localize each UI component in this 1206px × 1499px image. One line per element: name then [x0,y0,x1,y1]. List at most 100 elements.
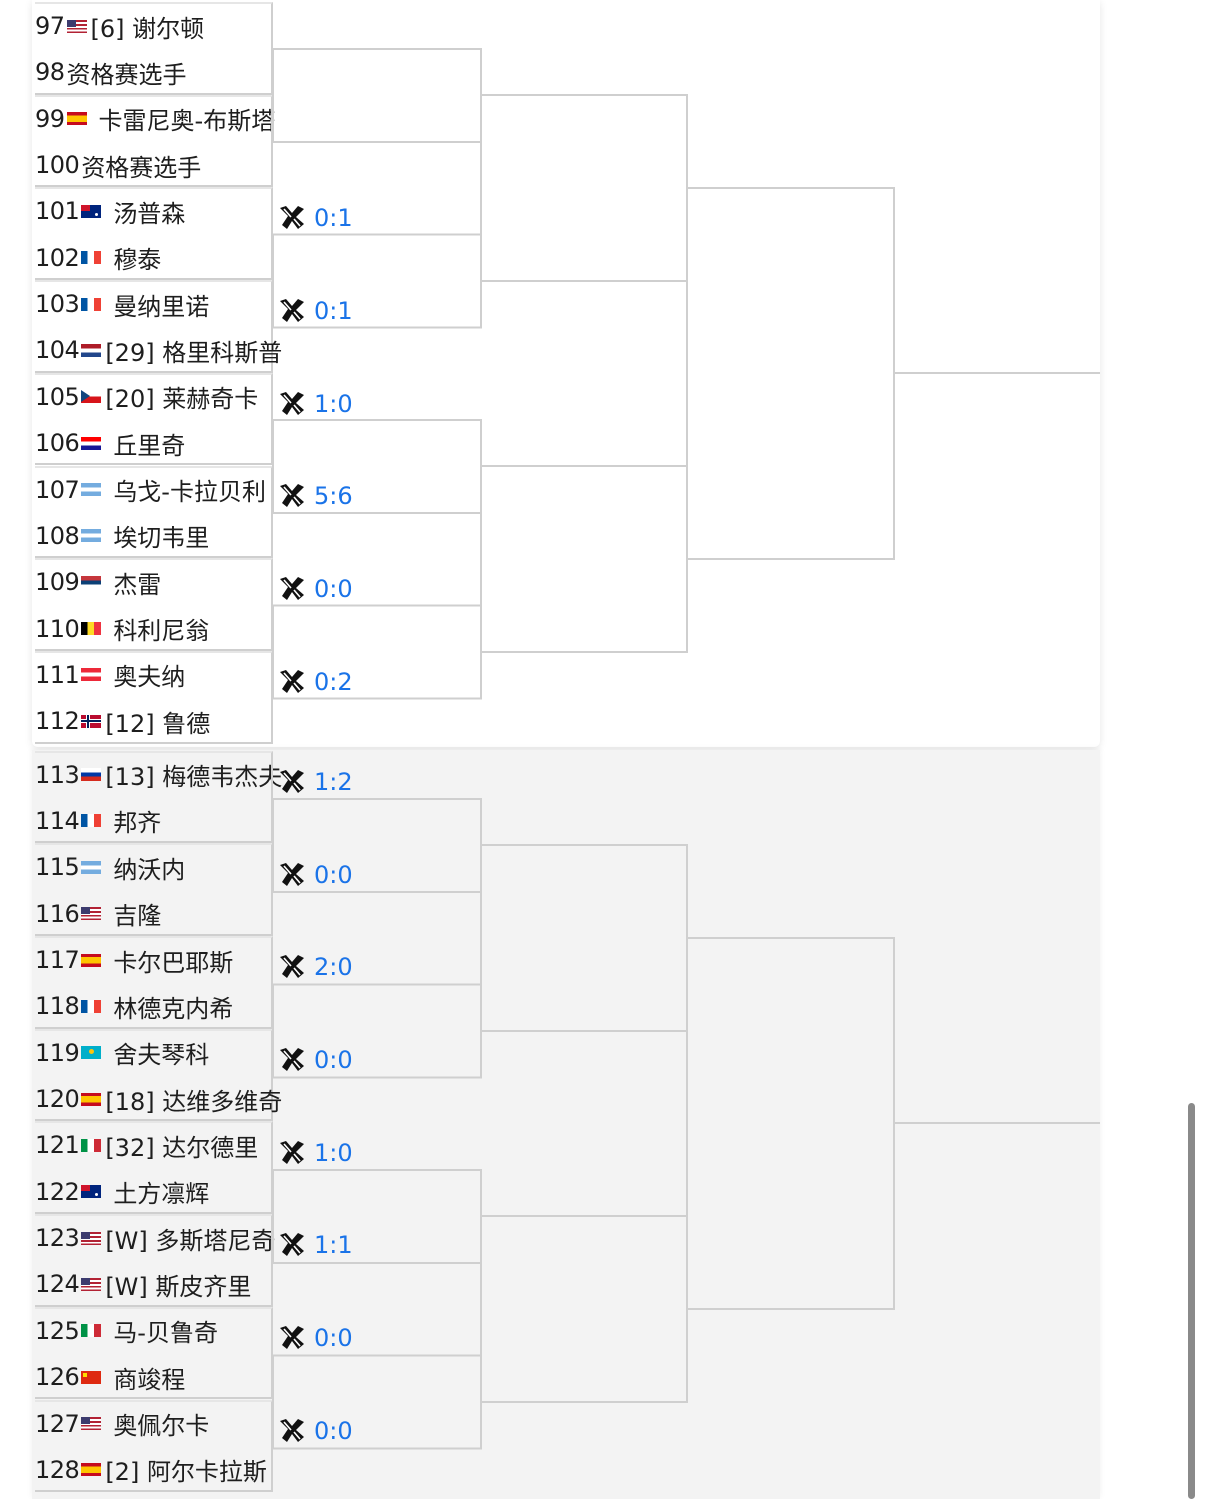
match-score[interactable]: 0:1 [278,203,353,233]
score-value: 0:0 [314,1324,353,1352]
match-score[interactable]: 0:0 [278,574,353,604]
player-name: [2] 阿尔卡拉斯 [105,1458,267,1487]
h2h-icon [278,576,306,602]
match-score[interactable]: 1:0 [278,1138,353,1168]
player-row[interactable]: 124[W] 斯皮齐里 [35,1261,273,1307]
flag-arg-icon [81,483,102,496]
match-score[interactable]: 0:2 [278,667,353,697]
h2h-icon [278,483,306,509]
flag-ita-icon [81,1324,102,1338]
flag-bel-icon [81,622,102,636]
match-score[interactable]: 0:1 [278,296,353,326]
draw-position: 119 [35,1038,80,1067]
score-value: 0:0 [314,1046,353,1074]
match-score[interactable]: 1:0 [278,389,353,419]
player-row[interactable]: 112[12] 鲁德 [35,698,273,744]
player-name: 邦齐 [113,809,162,838]
flag-srb-icon [81,575,102,589]
flag-esp-icon [81,953,102,967]
flag-ita-icon [81,1138,102,1152]
flag-usa-icon [81,907,102,921]
score-value: 0:0 [314,1417,353,1445]
score-value: 1:2 [314,768,353,796]
flag-arg-icon [81,529,102,543]
match-score[interactable]: 1:2 [278,767,353,797]
match-score[interactable]: 0:0 [278,1045,353,1075]
flag-esp-icon [81,1092,102,1106]
match-score[interactable]: 2:0 [278,952,353,982]
h2h-icon [278,862,306,888]
player-name: 资格赛选手 [66,60,187,89]
player-name: [W] 斯皮齐里 [105,1272,252,1301]
flag-fra-icon [81,297,102,311]
player-name: 埃切韦里 [113,524,210,553]
player-name: [29] 格里科斯普 [105,338,283,367]
player-name: 资格赛选手 [81,153,202,182]
match-score[interactable]: 1:1 [278,1230,353,1260]
score-value: 1:1 [314,1231,353,1259]
score-value: 2:0 [314,953,353,981]
player-row[interactable]: 120[18] 达维多维奇 [35,1076,282,1122]
match-score[interactable]: 0:0 [278,1416,353,1446]
player-name: 卡雷尼奥-布斯塔 [98,107,276,136]
player-row[interactable]: 113[13] 梅德韦杰夫 [35,752,282,798]
h2h-icon [278,1140,306,1166]
player-row[interactable]: 123[W] 多斯塔尼奇 [35,1215,275,1261]
match-score[interactable]: 0:0 [278,1323,353,1353]
draw-position: 102 [35,243,80,272]
player-row[interactable]: 128 [2] 阿尔卡拉斯 [35,1447,273,1493]
draw-position: 120 [35,1085,80,1114]
player-row[interactable]: 105[20] 莱赫奇卡 [35,374,273,420]
draw-position: 103 [35,290,80,319]
h2h-icon [278,769,306,795]
player-name: 卡尔巴耶斯 [113,948,234,977]
player-row[interactable]: 121[32] 达尔德里 [35,1122,273,1168]
flag-chn-icon [81,1370,102,1384]
flag-arg-icon [81,860,102,874]
draw-position: 104 [35,336,80,365]
player-name: 汤普森 [113,199,186,228]
score-value: 0:2 [314,668,353,696]
player-name: 丘里奇 [113,431,186,460]
player-name: 科利尼翁 [113,617,210,646]
draw-position: 127 [35,1409,80,1438]
draw-position: 98 [35,58,65,87]
match-score[interactable]: 0:0 [278,860,353,890]
flag-esp-icon [81,1463,102,1477]
scrollbar[interactable] [1188,1103,1195,1499]
draw-position: 109 [35,568,80,597]
draw-position: 123 [35,1224,80,1253]
score-value: 5:6 [314,482,353,510]
player-row[interactable]: 104 [29] 格里科斯普 [35,327,282,373]
h2h-icon [278,205,306,231]
flag-usa-icon [81,1231,102,1245]
h2h-icon [278,669,306,695]
player-name: 奥夫纳 [113,663,186,692]
match-score[interactable]: 5:6 [278,481,353,511]
player-row[interactable]: 97[6] 谢尔顿 [35,3,273,49]
h2h-icon [278,391,306,417]
draw-position: 128 [35,1455,80,1484]
